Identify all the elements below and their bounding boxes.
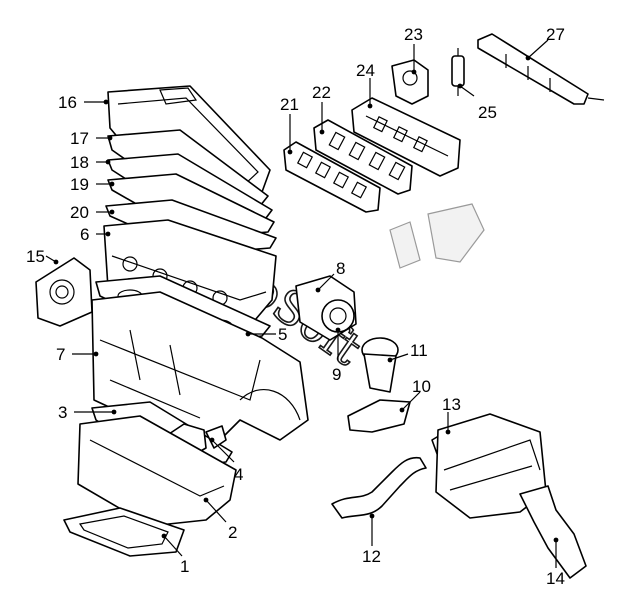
callout-8: 8 [336,259,345,278]
callout-10: 10 [412,377,431,396]
intake-manifold-gasket [283,141,381,213]
callout-27: 27 [546,25,565,44]
callout-numbers: 16 17 18 19 20 6 15 7 3 4 2 1 5 21 22 24… [26,25,565,588]
air-duct [519,485,587,579]
callout-4: 4 [234,465,243,484]
callout-13: 13 [442,395,461,414]
callout-5: 5 [278,325,287,344]
sensor [451,48,465,96]
oil-pan [77,415,237,527]
intake-hose [331,456,427,519]
exhaust-manifold-gasket [313,119,413,195]
callout-leaders [45,39,559,568]
callout-11: 11 [410,341,428,360]
callout-3: 3 [58,403,67,422]
callout-23: 23 [404,25,423,44]
callout-22: 22 [312,83,331,102]
callout-9: 9 [332,365,341,384]
callout-2: 2 [228,523,237,542]
callout-6: 6 [80,225,89,244]
callout-1: 1 [180,557,189,576]
bracket [347,399,411,433]
callout-12: 12 [362,547,381,566]
thermostat-housing [391,59,429,105]
rear-seal-housing [35,257,93,327]
egr-valve [361,337,399,393]
callout-20: 20 [70,203,89,222]
callout-14: 14 [546,569,565,588]
lower-oil-pan [63,507,185,557]
callout-18: 18 [70,153,89,172]
callout-7: 7 [56,345,65,364]
callout-25: 25 [478,103,497,122]
throttle-body [295,275,357,341]
callout-21: 21 [280,95,299,114]
callout-16: 16 [58,93,77,112]
engine-mount-ghost [389,203,485,269]
manifold [351,97,461,177]
fuel-rail [477,33,605,105]
callout-17: 17 [70,129,89,148]
callout-24: 24 [356,61,375,80]
callout-19: 19 [70,175,89,194]
callout-15: 15 [26,247,45,266]
